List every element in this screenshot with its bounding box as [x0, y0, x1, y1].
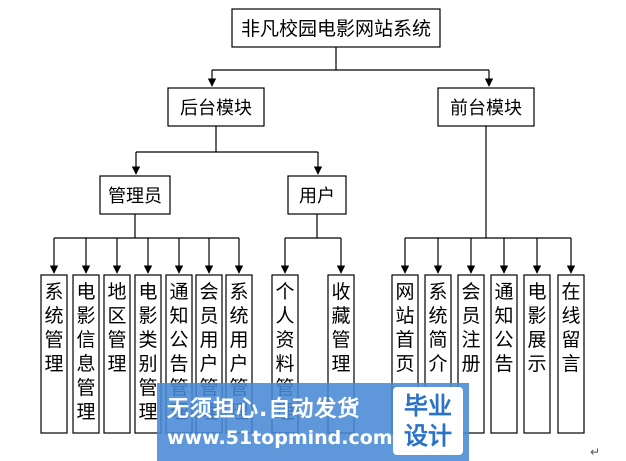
leaf-label: 收藏管理: [331, 281, 350, 375]
leaf-box: [134, 274, 162, 434]
watermark-badge-line2: 设计: [404, 422, 452, 450]
root-box: [231, 8, 441, 48]
watermark-badge-line1: 毕业: [404, 392, 452, 420]
watermark-slogan: 无须担心.自动发货: [167, 397, 361, 422]
leaf-label: 地区管理: [107, 281, 126, 375]
leaf-label: 电影类别管理: [138, 281, 157, 423]
user-box: [287, 175, 347, 215]
leaf-label: 会员注册: [461, 281, 480, 375]
watermark-badge: 毕业 设计: [393, 387, 463, 455]
leaf-label: 系统管理: [44, 281, 63, 375]
backend-label: 后台模块: [180, 98, 252, 119]
watermark-url: www.51topmind.com: [167, 427, 393, 449]
leaf-box: [490, 274, 518, 434]
edge-root-to-level1: [212, 47, 489, 71]
leaf-label: 电影展示: [527, 281, 546, 375]
edge-frontend-split: [405, 126, 571, 239]
leaf-label: 在线留言: [561, 281, 580, 375]
edge-backend-split: [136, 126, 318, 153]
leaf-label: 通知公告: [494, 281, 513, 375]
leaf-box: [103, 274, 131, 434]
leaf-box: [557, 274, 585, 434]
user-label: 用户: [299, 186, 335, 207]
leaf-label: 网站首页: [395, 281, 414, 375]
leaf-label: 电影信息管理: [76, 281, 95, 423]
leaf-label: 系统简介: [428, 281, 447, 375]
edge-user-split: [285, 214, 341, 239]
edge-admin-split: [54, 214, 239, 239]
frontend-label: 前台模块: [450, 98, 522, 119]
leaf-box: [523, 274, 551, 434]
paragraph-mark: ↵: [590, 445, 601, 459]
root-label: 非凡校园电影网站系统: [241, 18, 431, 40]
watermark-banner: 无须担心.自动发货 www.51topmind.com 毕业 设计: [157, 383, 469, 461]
leaf-box: [72, 274, 100, 434]
leaf-box: [40, 274, 68, 434]
admin-label: 管理员: [108, 186, 162, 207]
backend-box: [167, 87, 265, 127]
